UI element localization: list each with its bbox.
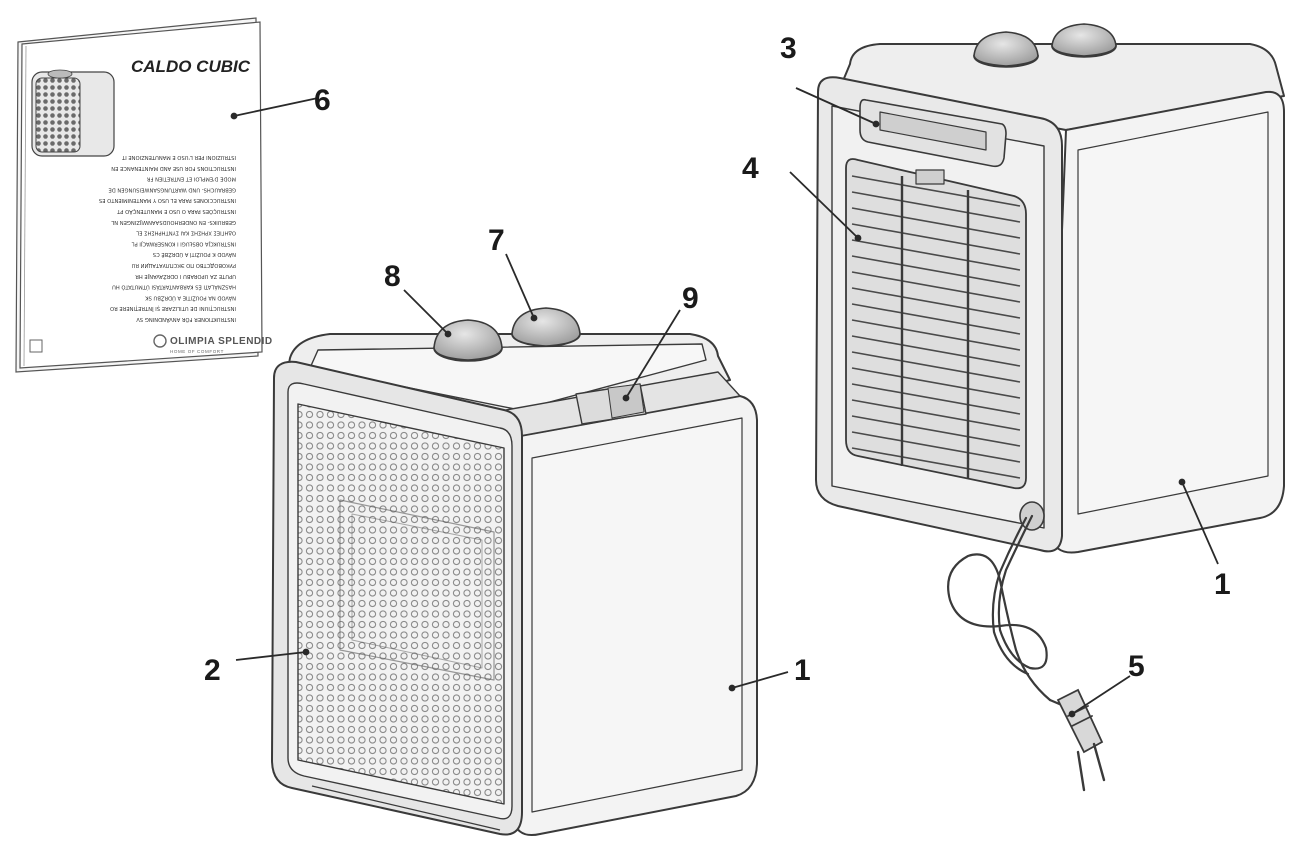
grille-bar xyxy=(851,351,1021,383)
manual-language-line: MODE D'EMPLOI ET ENTRETIEN FR xyxy=(146,176,236,182)
manual-language-line: ΟΔΗΓΙΕΣ ΧΡΗΣΗΣ ΚΑΙ ΣΥΝΤΗΡΗΣΗΣ EL xyxy=(136,230,236,236)
manual-cover-heater-image xyxy=(31,69,115,157)
manual-language-line: INSTRUKTIONER FÖR ANVÄNDNING SV xyxy=(136,316,236,323)
air-intake-grille xyxy=(845,158,1027,490)
grille-bar xyxy=(851,175,1021,207)
manual-brand-logo: OLIMPIA SPLENDID HOME OF COMFORT xyxy=(153,334,273,354)
instruction-manual: CALDO CUBIC ISTRUZIONI PER L'USO E MANUT… xyxy=(15,17,273,373)
leader-3 xyxy=(795,87,877,125)
callout-7: 7 xyxy=(488,224,505,257)
leader-4 xyxy=(789,171,859,239)
manual-language-line: GEBRAUCHS- UND WARTUNGSANWEISUNGEN DE xyxy=(108,186,236,192)
callout-4: 4 xyxy=(742,152,759,185)
leader-9 xyxy=(625,309,681,399)
leader-1-back xyxy=(1181,481,1219,565)
callout-3: 3 xyxy=(780,32,797,65)
manual-language-line: INSTRUCTIONS FOR USE AND MAINTENANCE EN xyxy=(111,165,236,171)
leader-1-front xyxy=(731,671,789,689)
callout-2: 2 xyxy=(204,654,221,687)
grille-bar xyxy=(851,319,1021,351)
manual-language-list: ISTRUZIONI PER L'USO E MANUTENZIONE IT IN… xyxy=(99,154,236,323)
manual-language-line: NÁVOD K POUŽITÍ A ÚDRŽBĚ CS xyxy=(153,251,236,259)
grille-bar xyxy=(851,255,1021,287)
manual-language-line: INSTRUKCJA OBSŁUGI I KONSERWACJI PL xyxy=(132,240,236,246)
manual-language-line: ISTRUZIONI PER L'USO E MANUTENZIONE IT xyxy=(121,154,236,160)
leader-8 xyxy=(403,289,449,335)
manual-language-line: INSTRUÇÕES PARA O USO E MANUTENÇÃO PT xyxy=(116,208,236,215)
grille-bar xyxy=(851,207,1021,239)
leader-7 xyxy=(505,253,535,319)
grille-bar xyxy=(851,383,1021,415)
grille-bar xyxy=(851,335,1021,367)
grille-bar xyxy=(851,415,1021,447)
grille-bar xyxy=(851,191,1021,223)
function-selector-knob xyxy=(511,307,581,347)
leader-6 xyxy=(233,97,319,117)
grille-bar xyxy=(851,287,1021,319)
carry-handle xyxy=(859,98,1007,168)
grille-bar xyxy=(851,303,1021,335)
manual-symbol-icon xyxy=(29,339,43,353)
leader-5 xyxy=(1071,675,1131,715)
grille-bar xyxy=(851,271,1021,303)
callout-9: 9 xyxy=(682,282,699,315)
power-cord xyxy=(947,514,1106,792)
manual-language-line: INSTRUCȚIUNI DE UTILIZARE ȘI ÎNTREȚINERE… xyxy=(110,305,236,312)
grille-bar xyxy=(851,239,1021,271)
callout-1-back: 1 xyxy=(1214,568,1231,601)
brand-name: OLIMPIA SPLENDID xyxy=(170,336,273,347)
brand-tagline: HOME OF COMFORT xyxy=(170,349,224,354)
grille-bar xyxy=(851,223,1021,255)
power-plug xyxy=(1056,688,1106,792)
callout-6: 6 xyxy=(314,84,331,117)
manual-language-line: GEBRUIKS- EN ONDERHOUDSAANWIJZINGEN NL xyxy=(111,219,236,225)
manual-language-line: INSTRUCCIONES PARA EL USO Y MANTENIMIENT… xyxy=(99,197,236,203)
callout-8: 8 xyxy=(384,260,401,293)
manual-language-line: РУКОВОДСТВО ПО ЭКСПЛУАТАЦИИ RU xyxy=(131,262,236,268)
thermostat-knob xyxy=(433,319,503,362)
grille-bar xyxy=(851,399,1021,431)
leader-lines xyxy=(230,87,1219,718)
manual-language-line: NÁVOD NA POUŽITIE A ÚDRŽBU SK xyxy=(145,294,236,302)
leader-2 xyxy=(235,651,307,661)
grille-bar xyxy=(851,431,1021,463)
grille-bar xyxy=(851,367,1021,399)
rear-heater xyxy=(815,23,1285,554)
grille-bar xyxy=(851,447,1021,479)
manual-title: CALDO CUBIC xyxy=(131,57,251,76)
callout-5: 5 xyxy=(1128,650,1145,683)
front-grille xyxy=(297,403,505,805)
callout-1-front: 1 xyxy=(794,654,811,687)
front-heater xyxy=(271,307,758,836)
manual-language-line: HASZNÁLATI ÉS KARBANTARTÁSI ÚTMUTATÓ HU xyxy=(112,284,236,292)
manual-language-line: UPUTE ZA UPORABU I ODRŽAVANJE HR xyxy=(135,273,236,281)
